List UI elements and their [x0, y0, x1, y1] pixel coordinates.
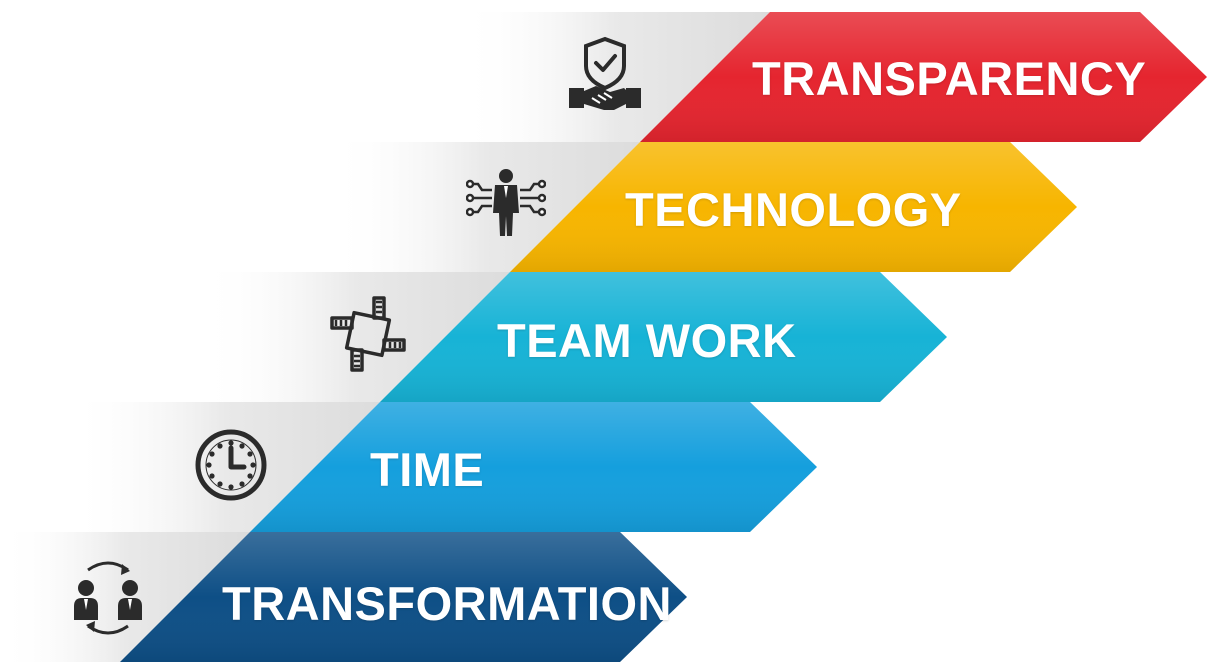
step-shadow-1 — [460, 12, 770, 142]
step-label-time: TIME — [370, 443, 485, 496]
clock-icon — [195, 429, 267, 501]
step-bar-teamwork-gloss — [380, 272, 947, 402]
step-label-transparency: TRANSPARENCY — [752, 52, 1147, 105]
step-bar-transformation-gloss — [120, 532, 687, 662]
businessman-network-icon — [466, 169, 546, 236]
shield-handshake-icon — [569, 36, 641, 110]
step-label-transformation: TRANSFORMATION — [222, 577, 672, 630]
people-exchange-icon — [74, 561, 142, 635]
step-label-teamwork: TEAM WORK — [497, 314, 797, 367]
step-bar-time-gloss — [250, 402, 817, 532]
step-bar-transparency-gloss — [640, 12, 1207, 142]
step-shadow-5 — [0, 532, 250, 662]
step-label-technology: TECHNOLOGY — [625, 183, 962, 236]
step-shadow-4 — [70, 402, 380, 532]
step-bar-technology-gloss — [510, 142, 1077, 272]
teamwork-hands-icon — [330, 296, 406, 372]
step-shadow-3 — [200, 272, 510, 402]
